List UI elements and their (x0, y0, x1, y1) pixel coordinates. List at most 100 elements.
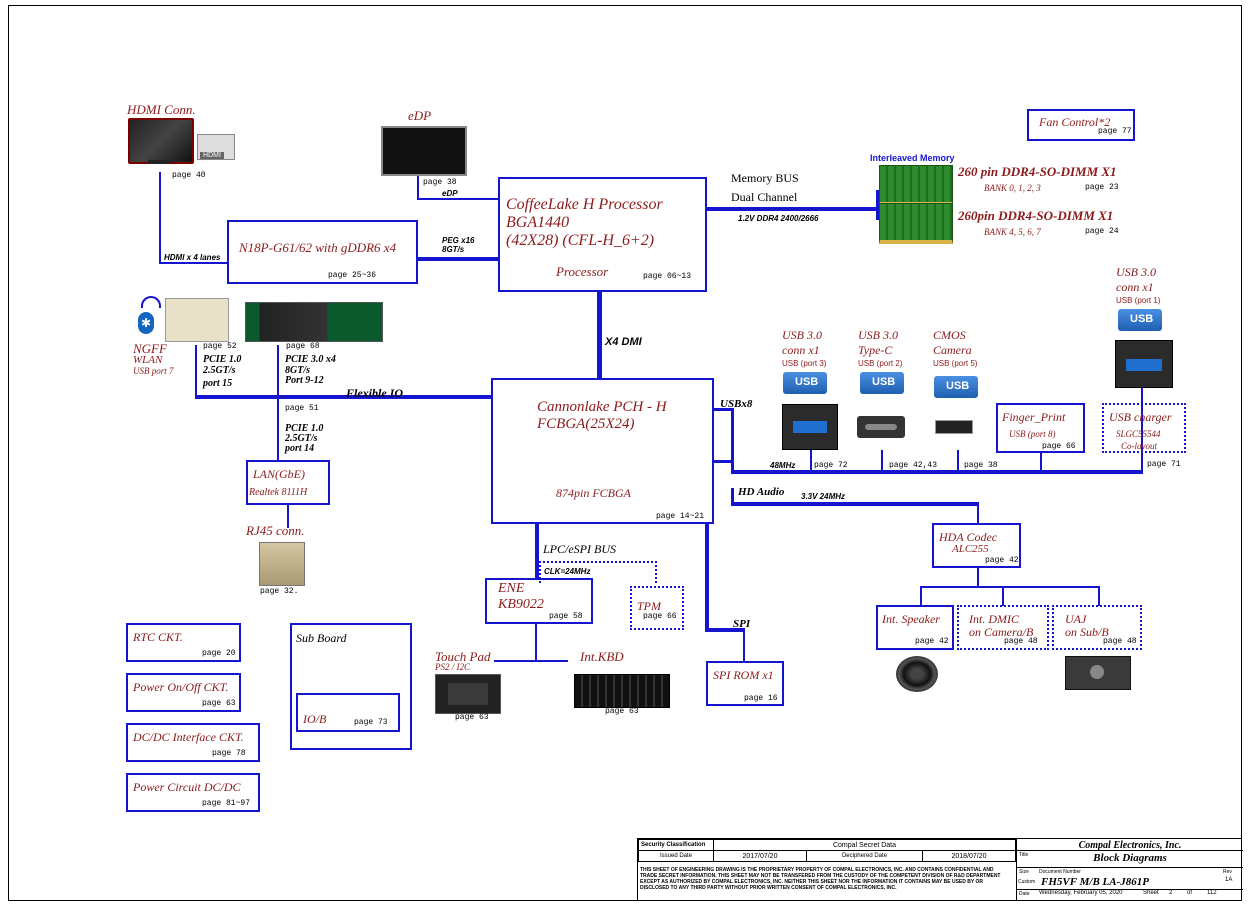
edp-title: eDP (408, 108, 432, 123)
touchpad-icon (435, 674, 501, 714)
tpm-box[interactable] (630, 586, 684, 630)
ngff-pcie1: PCIE 1.0 (203, 354, 242, 365)
speaker-box[interactable] (876, 605, 954, 650)
camera-module-icon (935, 420, 973, 434)
usb3r-port: USB (port 1) (1116, 296, 1161, 305)
ngff-drop (195, 345, 197, 397)
usb3a-port: USB (port 3) (782, 359, 827, 368)
lan-pcie1: PCIE 1.0 (285, 423, 324, 434)
peg-bus (417, 257, 500, 261)
gpu-box[interactable] (227, 220, 418, 284)
cmos-page: page 38 (964, 461, 998, 470)
uaj-title2: on Sub/B (1065, 625, 1109, 639)
size-label: Size (1019, 869, 1029, 875)
spi-rom-box[interactable] (706, 661, 784, 706)
spi-bus-h (705, 628, 745, 632)
security-label: Security Classification (638, 839, 714, 851)
fan-box[interactable] (1027, 109, 1135, 141)
usb3a-port-icon[interactable] (782, 404, 838, 450)
interleave-label: Interleaved Memory (870, 153, 955, 163)
tpm-link-dotted (539, 561, 657, 583)
rj45-page: page 32. (260, 587, 299, 596)
audio-split-3 (1098, 586, 1100, 606)
spi-bus (705, 522, 709, 630)
keyboard-title: Int.KBD (580, 649, 624, 664)
audio-split-1 (920, 586, 922, 606)
power-page: page 63 (202, 699, 236, 708)
rtc-box[interactable] (126, 623, 241, 662)
pch-line1: Cannonlake PCH - H (537, 399, 667, 415)
hdmi-link-line (159, 172, 161, 264)
codec-page: page 42 (985, 556, 1019, 565)
speaker-page: page 42 (915, 637, 949, 646)
title-block: Security Classification Compal Secret Da… (637, 838, 1243, 901)
usb3r-port-icon[interactable] (1115, 340, 1173, 388)
hdmi-page: page 40 (172, 171, 206, 180)
finger-title: Finger_Print (1002, 410, 1066, 424)
io-board-title: IO/B (303, 712, 327, 726)
memory-channel-label: Dual Channel (731, 190, 798, 204)
ene-title1: ENE (498, 581, 525, 596)
cpu-box[interactable] (498, 177, 707, 292)
ene-box[interactable] (485, 578, 593, 624)
cmos-logo-icon: USB (934, 376, 978, 398)
sub-board-box[interactable] (290, 623, 412, 750)
typec-logo-icon: USB (860, 372, 904, 394)
uaj-box[interactable] (1052, 605, 1142, 650)
pch-pins: 874pin FCBGA (556, 486, 631, 500)
ssd-pcie1: PCIE 3.0 x4 (285, 354, 336, 365)
sheet-value: 2 (1169, 890, 1173, 896)
finger-port: USB (port 8) (1009, 429, 1056, 439)
tv-stand-icon (148, 160, 170, 164)
dimm-connector (876, 190, 879, 220)
codec-box[interactable] (932, 523, 1021, 568)
usb3a-drop (810, 450, 812, 472)
memory-bus (706, 207, 878, 211)
usb3r-title2: conn x1 (1116, 280, 1154, 294)
gpu-title: N18P-G61/62 with gDDR6 x4 (239, 240, 397, 255)
company-name: Compal Electronics, Inc. (1078, 840, 1182, 851)
rev-label: Rev (1223, 869, 1232, 875)
finger-box[interactable] (996, 403, 1085, 453)
tpm-title: TPM (637, 599, 661, 613)
usb3r-logo-text: USB (1130, 313, 1154, 325)
cmos-title1: CMOS (933, 328, 966, 342)
usb-bus-h1 (713, 408, 733, 411)
usb3a-title1: USB 3.0 (782, 328, 822, 342)
touchpad-title: Touch Pad (435, 649, 491, 664)
flexible-io-bus (195, 395, 492, 399)
pch-box[interactable] (491, 378, 714, 524)
lan-pcie3: port 14 (285, 443, 315, 454)
edp-panel-icon (381, 126, 467, 176)
peg-label-2: 8GT/s (442, 245, 465, 254)
io-board-box[interactable] (296, 693, 400, 732)
dcdc-box[interactable] (126, 723, 260, 762)
audio-split (920, 586, 1100, 588)
hdmi-link-line-h (159, 262, 229, 264)
charger-title: USB charger (1109, 410, 1172, 424)
typec-port: USB (port 2) (858, 359, 903, 368)
charger-box[interactable] (1102, 403, 1186, 453)
power-circuit-box[interactable] (126, 773, 260, 812)
hd-audio-bus-v (731, 488, 734, 506)
gpu-page: page 25~36 (328, 271, 377, 280)
touchpad-sub: PS2 / I2C (435, 662, 470, 672)
ngff-pcie3: port 15 (203, 378, 233, 389)
cpu-sub: Processor (556, 264, 609, 279)
io-board-page: page 73 (354, 718, 388, 727)
dimm1-icon (879, 165, 953, 206)
codec-chip: ALC255 (952, 543, 989, 555)
uaj-page: page 48 (1103, 637, 1137, 646)
ene-title2: KB9022 (498, 597, 544, 612)
dmic-box[interactable] (957, 605, 1049, 650)
sheet-label: Sheet (1143, 890, 1159, 896)
tv-icon (128, 118, 194, 164)
edp-link-line-h (417, 198, 500, 200)
power-box[interactable] (126, 673, 241, 712)
typec-port-icon[interactable] (857, 416, 905, 438)
edp-page: page 38 (423, 178, 457, 187)
lan-box[interactable] (246, 460, 330, 505)
keyboard-icon (574, 674, 670, 708)
dcdc-page: page 78 (212, 749, 246, 758)
cmos-logo-text: USB (946, 380, 970, 392)
